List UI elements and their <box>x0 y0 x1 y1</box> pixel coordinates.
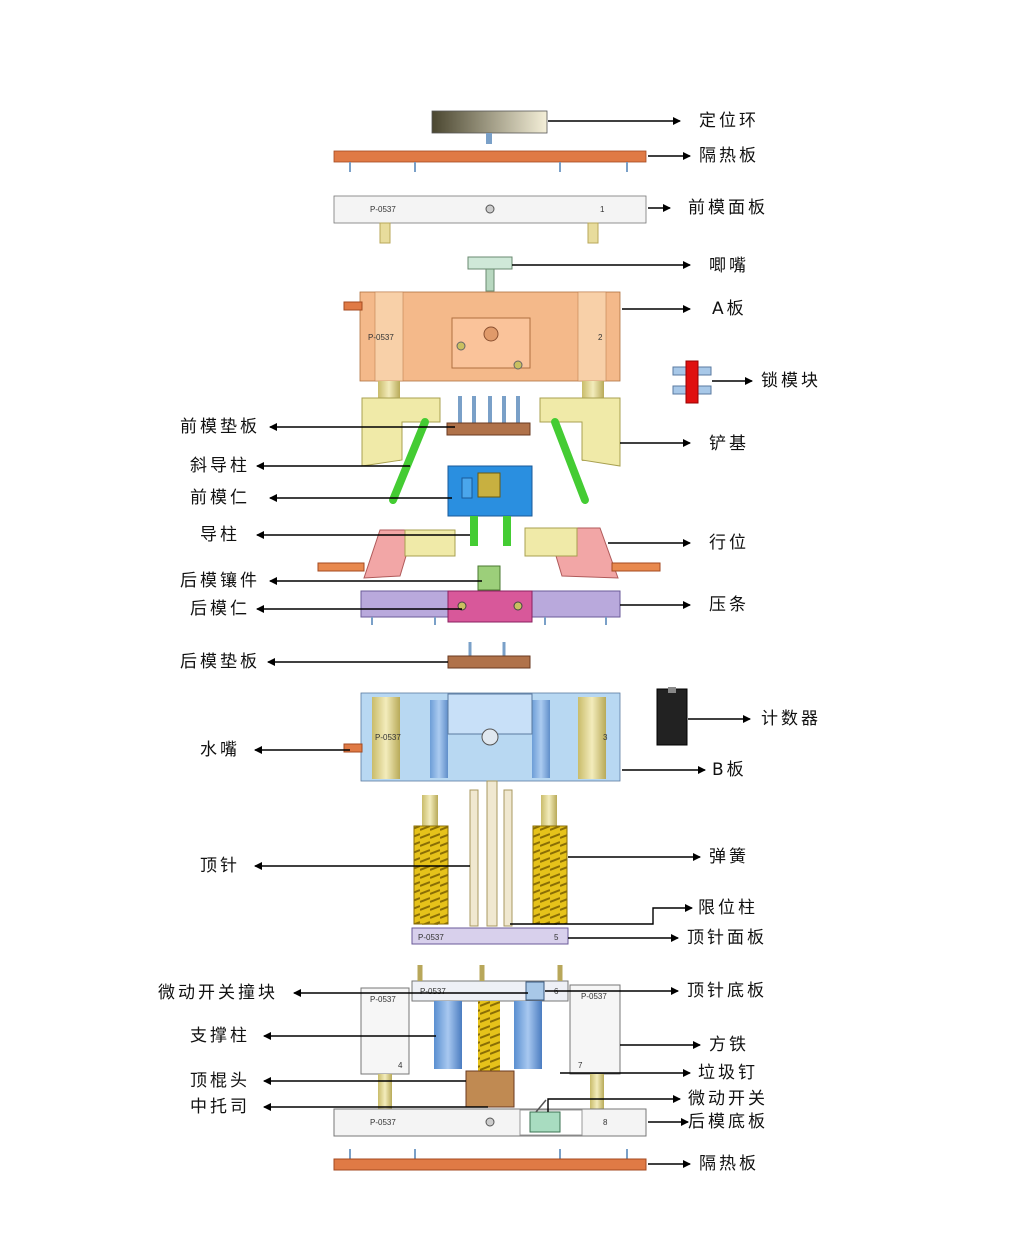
label-support-pillar: 支撑柱 <box>190 1026 250 1046</box>
plate-number-2: 2 <box>598 333 603 342</box>
label-top-clamp-plate: 前模面板 <box>688 198 768 218</box>
label-guide-pin: 导柱 <box>200 525 240 545</box>
plate-number-1: 1 <box>600 205 605 214</box>
plate-mark-b: P-0537 <box>375 733 401 742</box>
guide-pin-left <box>470 516 478 546</box>
b-plate: P-0537 3 <box>343 692 621 782</box>
ko-rod-head <box>465 1070 515 1108</box>
label-spacer-block: 方铁 <box>709 1035 749 1055</box>
plate-mark-top-clamp: P-0537 <box>370 205 396 214</box>
guide-bush-right <box>590 1074 604 1110</box>
guide-pin-right <box>503 516 511 546</box>
label-mold-lock: 锁模块 <box>761 371 821 391</box>
counter-device <box>656 687 688 746</box>
top-clamp-plate: P-0537 1 <box>333 195 647 244</box>
plate-number-4: 4 <box>398 1061 403 1070</box>
bottom-clamp-plate: P-0537 8 <box>333 1108 647 1137</box>
plate-mark-a: P-0537 <box>368 333 394 342</box>
support-pillar-left <box>434 1001 462 1069</box>
label-ejector-pin: 顶针 <box>200 856 240 876</box>
label-rear-backing-plate: 后模垫板 <box>180 652 260 672</box>
label-cavity-insert: 前模仁 <box>190 488 250 508</box>
label-ejector-plate: 顶针底板 <box>687 981 767 1001</box>
plate-number-7: 7 <box>578 1061 583 1070</box>
label-counter: 计数器 <box>761 709 821 729</box>
label-insulation-plate-top: 隔热板 <box>699 146 759 166</box>
guide-bush-left <box>378 1074 392 1110</box>
label-water-nozzle: 水嘴 <box>200 740 240 760</box>
core-sub-insert <box>477 565 501 591</box>
label-b-plate: B板 <box>712 760 747 780</box>
spring-right <box>532 825 568 925</box>
angle-pin-right <box>551 418 589 504</box>
cavity-insert <box>447 465 533 517</box>
insulation-plate-bottom <box>333 1149 647 1171</box>
ejector-pins <box>469 780 513 927</box>
label-core-sub-insert: 后模镶件 <box>180 571 260 591</box>
label-ejector-retainer: 顶针面板 <box>687 928 767 948</box>
mold-lock <box>672 360 712 404</box>
label-stop-pin: 垃圾钉 <box>698 1063 758 1083</box>
micro-switch-body <box>529 1099 561 1133</box>
plate-mark-spacer-right: P-0537 <box>581 992 607 1001</box>
slider-right <box>524 527 661 579</box>
plate-number-8: 8 <box>603 1118 608 1127</box>
a-plate: P-0537 2 <box>343 291 621 382</box>
label-ko-rod-head: 顶棍头 <box>190 1071 250 1091</box>
plate-mark-spacer-left: P-0537 <box>370 995 396 1004</box>
label-core-insert: 后模仁 <box>190 599 250 619</box>
spacer-block-left: P-0537 4 <box>360 987 410 1075</box>
wedge-base-left <box>361 397 441 467</box>
label-slider: 行位 <box>709 533 749 553</box>
label-sprue-bushing: 唧嘴 <box>709 256 749 276</box>
angle-pin-left <box>389 418 429 504</box>
ejector-plate: P-0537 6 <box>411 965 569 1002</box>
insulation-plate-top <box>333 150 647 172</box>
label-stop-pillar: 限位柱 <box>698 898 758 918</box>
label-wedge-base: 铲基 <box>709 434 749 454</box>
label-switch-striker: 微动开关撞块 <box>158 983 278 1003</box>
label-center-guide: 中托司 <box>190 1097 250 1117</box>
spring-left <box>413 825 449 925</box>
support-pillar-right <box>514 1001 542 1069</box>
label-gib: 压条 <box>709 595 749 615</box>
spacer-block-right: P-0537 7 <box>569 984 621 1075</box>
label-spring: 弹簧 <box>709 847 749 867</box>
plate-mark-retainer: P-0537 <box>418 933 444 942</box>
leader-lines-right <box>510 117 753 1168</box>
label-front-backing-plate: 前模垫板 <box>180 417 260 437</box>
front-backing-plate <box>446 396 531 436</box>
plate-mark-ejector: P-0537 <box>420 987 446 996</box>
wedge-base-right <box>539 397 621 467</box>
label-insulation-plate-bottom: 隔热板 <box>699 1154 759 1174</box>
plate-mark-bottom-clamp: P-0537 <box>370 1118 396 1127</box>
core-insert <box>447 590 533 623</box>
ejector-retainer-plate: P-0537 5 <box>411 927 569 945</box>
locating-ring <box>431 110 548 144</box>
sprue-bushing <box>467 256 513 292</box>
plate-number-3: 3 <box>603 733 608 742</box>
label-angle-pin: 斜导柱 <box>190 456 250 476</box>
label-locating-ring: 定位环 <box>699 111 759 131</box>
slider-left <box>317 529 456 579</box>
label-micro-switch: 微动开关 <box>688 1089 768 1109</box>
label-a-plate: A板 <box>712 299 747 319</box>
plate-number-5: 5 <box>554 933 559 942</box>
label-bottom-clamp-plate: 后模底板 <box>688 1112 768 1132</box>
leader-lines-left <box>254 423 528 1111</box>
rear-backing-plate <box>447 642 531 669</box>
